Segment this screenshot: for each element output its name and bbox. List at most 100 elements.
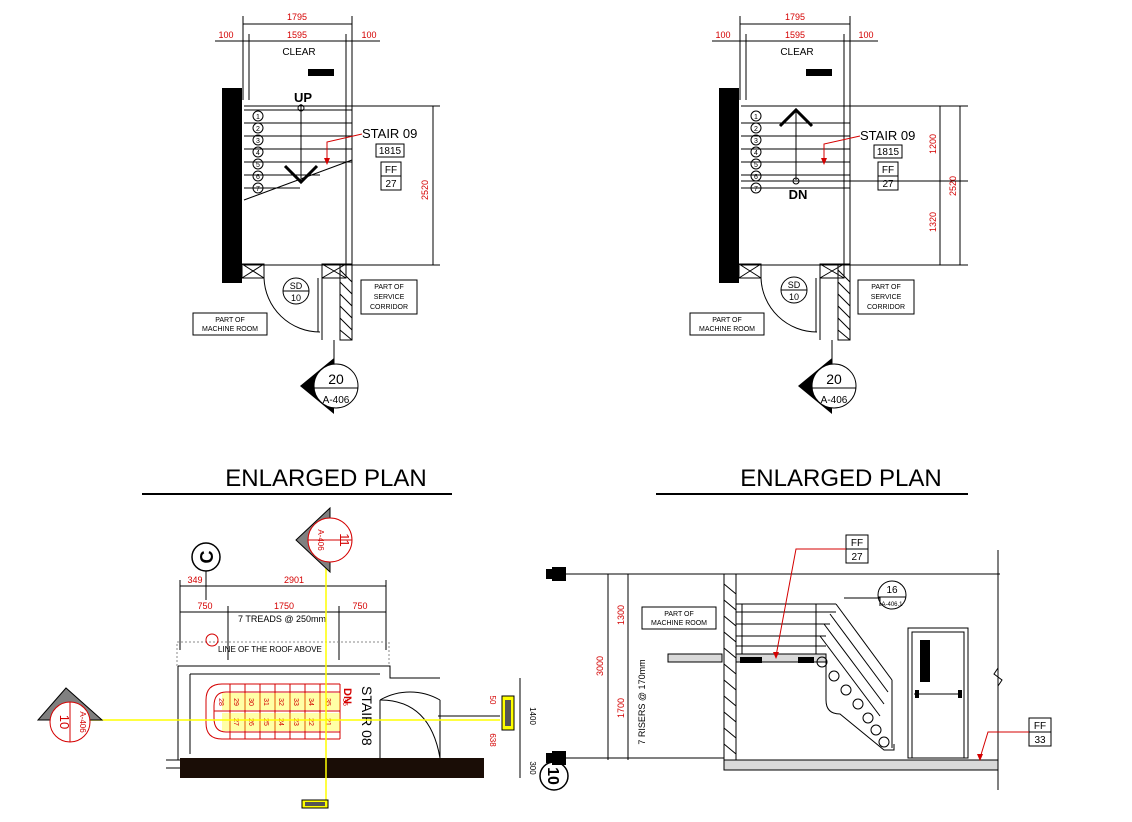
marker-bottom: 10 (544, 767, 561, 785)
dim-3000: 3000 (595, 656, 605, 676)
step-number: 34 (307, 698, 314, 706)
dim-side-left: 100 (715, 30, 730, 40)
section-marker-number: 20 (328, 371, 344, 387)
dim-lower: 1320 (928, 212, 938, 232)
step-number: 24 (277, 718, 284, 726)
step-number: 28 (217, 698, 224, 706)
section-room-label: MACHINE ROOM (651, 620, 707, 627)
marker-top-number: 11 (337, 533, 352, 547)
clear-label: CLEAR (282, 47, 315, 58)
dim-50: 50 (488, 696, 497, 705)
dim-300: 300 (528, 761, 537, 775)
plan-dn-view: 1795 100 1595 100 CLEAR (656, 12, 968, 495)
door-tag-code: SD (788, 280, 801, 290)
label-dn: DN (789, 187, 808, 202)
riser-number: 4 (256, 150, 260, 157)
step-number: 30 (247, 698, 254, 706)
stair-tag-number: 1815 (379, 146, 402, 157)
machine-room-label: PART OF (215, 317, 245, 324)
dim-349: 349 (187, 575, 202, 585)
section-marker-number: 20 (826, 371, 842, 387)
riser-numbers-dn: 1 2 3 4 5 6 7 (750, 110, 762, 194)
label-up: UP (294, 90, 312, 105)
riser-numbers-up: 1 2 3 4 5 6 7 (252, 110, 264, 194)
corridor-label: PART OF (871, 284, 901, 291)
clear-label: CLEAR (780, 47, 813, 58)
machine-room-label: MACHINE ROOM (699, 326, 755, 333)
ff-top-value: 27 (851, 552, 863, 563)
roof-line-note: LINE OF THE ROOF ABOVE (218, 645, 322, 654)
riser-number: 2 (754, 126, 758, 133)
riser-number: 7 (754, 186, 758, 193)
dim-750-right: 750 (352, 601, 367, 611)
machine-room-label: MACHINE ROOM (202, 326, 258, 333)
dim-overall: 1795 (287, 12, 307, 22)
dim-clear-width: 1595 (785, 30, 805, 40)
stair-08-plan: C 349 2901 750 1750 750 7 TREADS @ 250mm… (36, 506, 569, 809)
dim-638: 638 (488, 733, 497, 747)
riser-number: 3 (754, 138, 758, 145)
dim-2901: 2901 (284, 575, 304, 585)
stair-tag-number: 1815 (877, 147, 900, 158)
dim-1700: 1700 (616, 698, 626, 718)
corridor-label: CORRIDOR (867, 304, 905, 311)
door-tag-number: 10 (291, 293, 301, 303)
dim-1400: 1400 (528, 707, 537, 725)
riser-number: 7 (256, 186, 260, 193)
step-number: 32 (277, 698, 284, 706)
stair-tag-name: STAIR 09 (860, 128, 915, 143)
dim-side-left: 100 (218, 30, 233, 40)
step-number: 26 (247, 718, 254, 726)
risers-note: 7 RISERS @ 170mm (637, 659, 647, 744)
dim-1750: 1750 (274, 601, 294, 611)
stair-08-dn: DN (341, 688, 353, 704)
grid-bubble-c: C (197, 551, 217, 564)
door-tag-number: 10 (789, 292, 799, 302)
ff-top-label: FF (851, 538, 863, 549)
section-marker-sheet: A-406 (821, 395, 848, 406)
corridor-label: SERVICE (374, 294, 405, 301)
section-marker-sheet: A-406 (323, 395, 350, 406)
stair-08-name: STAIR 08 (359, 686, 375, 746)
ff-bottom-label: FF (1034, 721, 1046, 732)
corridor-label: SERVICE (871, 294, 902, 301)
step-number: 23 (292, 718, 299, 726)
step-number: 29 (232, 698, 239, 706)
riser-number: 6 (754, 174, 758, 181)
stair-tag-ff-value: 27 (882, 179, 894, 190)
dim-clear-width: 1595 (287, 30, 307, 40)
dim-side-right: 100 (361, 30, 376, 40)
marker-left-number: 10 (57, 715, 72, 729)
stair-treads-dn (741, 105, 968, 266)
dim-upper: 1200 (928, 134, 938, 154)
stair-tag-name: STAIR 09 (362, 126, 417, 141)
marker-top-sheet: A-406 (316, 529, 325, 551)
stair-tag-ff-label: FF (385, 165, 397, 176)
dim-overall: 1795 (785, 12, 805, 22)
riser-number: 1 (256, 114, 260, 121)
step-number: 33 (292, 698, 299, 706)
step-number: 21 (324, 718, 331, 726)
step-number: 35 (324, 698, 331, 706)
plan-title-right: ENLARGED PLAN (740, 465, 941, 492)
riser-number: 1 (754, 114, 758, 121)
stair-railing (736, 597, 895, 751)
treads-note: 7 TREADS @ 250mm (238, 614, 326, 624)
riser-number: 5 (256, 162, 260, 169)
dim-side-right: 100 (858, 30, 873, 40)
step-number: 22 (307, 718, 314, 726)
riser-number: 3 (256, 138, 260, 145)
detail-tag-sheet: A-406.1 (881, 602, 903, 608)
step-number: 25 (262, 718, 269, 726)
riser-number: 4 (754, 150, 758, 157)
dim-height: 2520 (420, 180, 430, 200)
door-tag-code: SD (290, 281, 303, 291)
riser-number: 5 (754, 162, 758, 169)
stair-tag-ff-value: 27 (385, 179, 397, 190)
stair-section: 3000 1300 1700 7 RISERS @ 170mm (546, 534, 1052, 790)
dim-height: 2520 (948, 176, 958, 196)
marker-left-sheet: A-406 (78, 711, 87, 733)
riser-number: 6 (256, 174, 260, 181)
stair-08-steps: 28 29 30 31 32 33 34 35 36 27 26 25 24 2… (205, 683, 348, 740)
